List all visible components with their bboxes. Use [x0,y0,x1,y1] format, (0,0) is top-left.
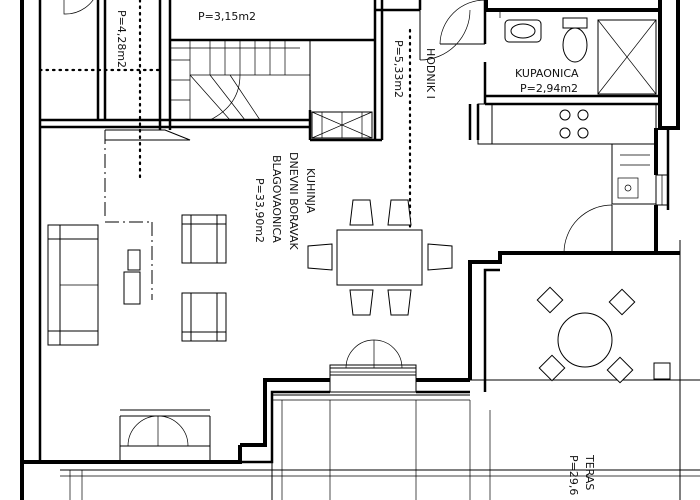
staircase [169,39,373,139]
living-area-label: P=33,90m2 [253,178,266,243]
stair-area-label: P=3,15m2 [198,10,256,23]
hall-area-label: P=5,33m2 [392,40,405,98]
dining-table [307,199,453,316]
bath-area-label: P=2,94m2 [520,82,578,95]
terrace [60,240,700,500]
bath-name-label: KUPAONICA [515,67,579,80]
bathroom-fixtures [499,10,657,95]
hall-name-label: HODNIK I [424,48,437,99]
living-line3-label: BLAGOVAONICA [270,155,283,243]
living-furniture [47,214,227,346]
top-left-area-label: P=4,28m2 [115,10,128,68]
walls [20,0,680,500]
kitchen-counter [477,103,657,205]
living-line1-label: KUHINJA [304,168,317,214]
room-labels: P=4,28m2 P=3,15m2 HODNIK I P=5,33m2 KUPA… [115,10,596,495]
living-line2-label: DNEVNI BORAVAK [287,152,300,251]
guide-lines [38,0,412,300]
doors [63,0,613,462]
terrace-name-label: TERAS [583,454,596,490]
terrace-area-label: P=29,6 [567,455,580,495]
